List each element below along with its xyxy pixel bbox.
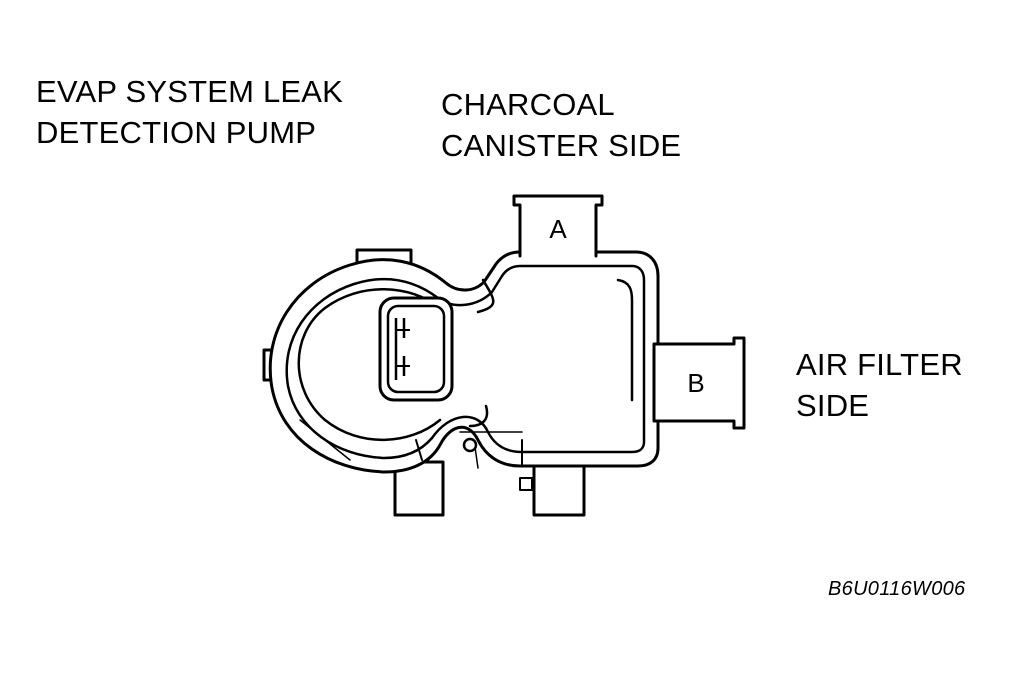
- pump-body-outer: [268, 250, 660, 474]
- pump-body-inner: [285, 264, 646, 460]
- figure-code: B6U0116W006: [828, 578, 966, 600]
- port-b: [652, 336, 746, 430]
- port-a-label: A: [549, 214, 567, 244]
- diagram-title: EVAP SYSTEM LEAK DETECTION PUMP: [36, 74, 344, 150]
- diaphragm-housing: [297, 288, 442, 442]
- air-filter-side-label: AIR FILTER SIDE: [796, 347, 963, 423]
- bottom-connector-right: [532, 460, 586, 517]
- port-b-label: B: [687, 368, 704, 398]
- port-a: [512, 194, 604, 258]
- charcoal-canister-side-label: CHARCOAL CANISTER SIDE: [441, 87, 682, 163]
- electrical-connector: [378, 296, 454, 402]
